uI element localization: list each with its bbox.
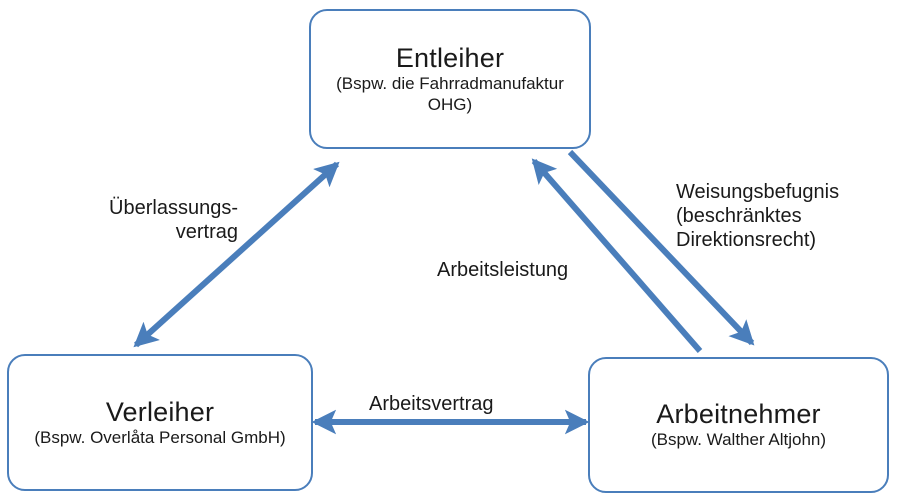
node-arbeitnehmer[interactable]: Arbeitnehmer (Bspw. Walther Altjohn) [588,357,889,493]
edge-label-weisungsbefugnis: Weisungsbefugnis (beschränktes Direktion… [676,181,840,251]
edge-line-weisungsbefugnis [567,149,755,346]
edge-label-ueberlassungsvertrag: Überlassungs- vertrag [109,197,238,243]
node-entleiher-title: Entleiher [395,42,505,73]
edge-line-arbeitsleistung [531,158,703,353]
node-arbeitnehmer-subtitle: (Bspw. Walther Altjohn) [650,430,827,450]
node-entleiher[interactable]: Entleiher (Bspw. die Fahrradmanufaktur O… [309,9,591,149]
node-verleiher-subtitle: (Bspw. Overlåta Personal GmbH) [34,427,286,447]
edge-label-arbeitsvertrag: Arbeitsvertrag [369,393,494,415]
node-verleiher-title: Verleiher [105,396,215,427]
node-verleiher[interactable]: Verleiher (Bspw. Overlåta Personal GmbH) [7,354,313,491]
edge-line-ueberlassungsvertrag [133,161,340,348]
edge-label-arbeitsleistung: Arbeitsleistung [437,259,569,281]
node-entleiher-subtitle: (Bspw. die Fahrradmanufaktur OHG) [336,74,564,114]
node-arbeitnehmer-title: Arbeitnehmer [656,399,821,430]
